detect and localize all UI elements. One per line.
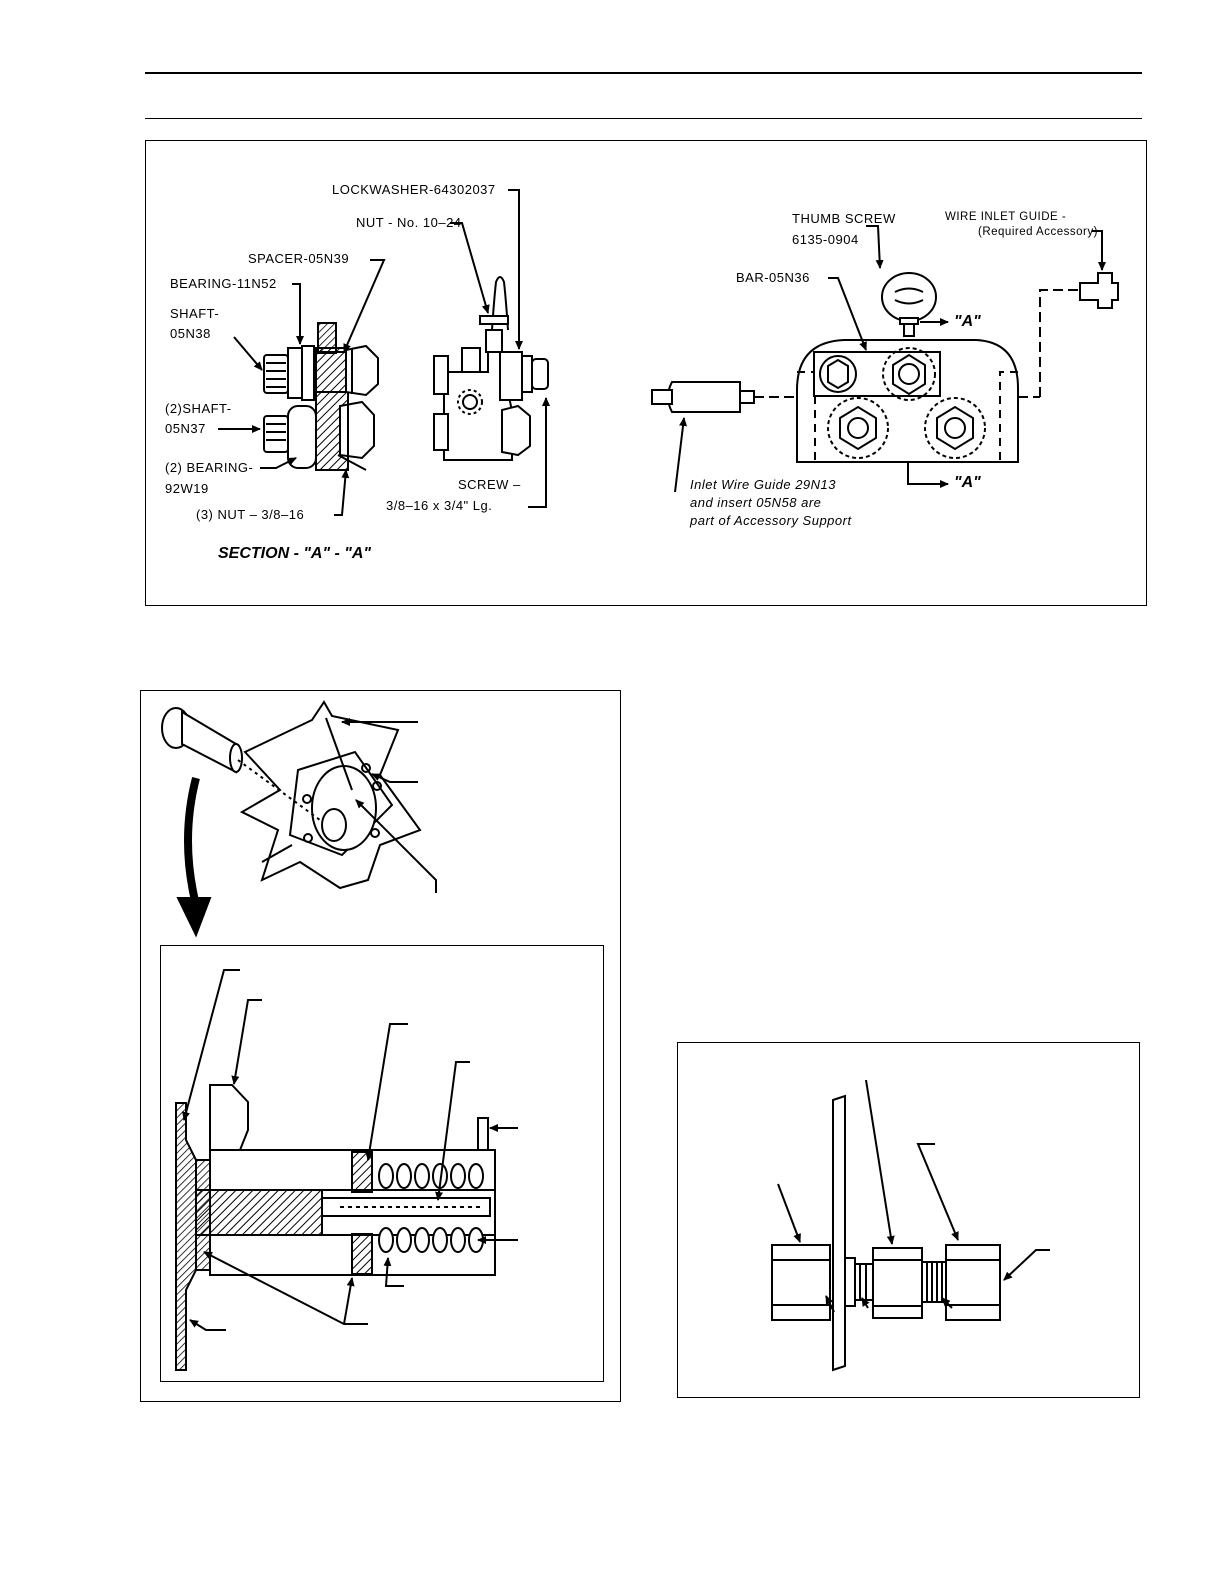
label-inlet-guide-1: Inlet Wire Guide 29N13 — [690, 477, 837, 492]
label-wire-inlet-guide-1: WIRE INLET GUIDE - — [945, 211, 1067, 223]
label-inlet-guide-2: and insert 05N58 are — [690, 495, 822, 510]
figure-left-inset-frame — [160, 945, 604, 1382]
label-inlet-guide-3: part of Accessory Support — [690, 513, 852, 528]
label-screw-1: SCREW – — [458, 477, 521, 492]
label-lockwasher: LOCKWASHER-64302037 — [332, 182, 496, 197]
figure-left-frame — [140, 690, 621, 1402]
header-rule-top — [145, 72, 1142, 74]
label-wire-inlet-guide-2: (Required Accessory) — [978, 226, 1098, 238]
label-bearing-11n52: BEARING-11N52 — [170, 276, 277, 291]
label-nut-3-8-16: (3) NUT – 3/8–16 — [196, 507, 305, 522]
label-shaft-05n38-1: SHAFT- — [170, 306, 220, 321]
label-arrow-a-top: "A" — [954, 313, 981, 330]
header-rule-bottom — [145, 118, 1142, 119]
label-arrow-a-bottom: "A" — [954, 474, 981, 491]
accessory-support-bar — [651, 272, 1119, 463]
label-shaft-05n37-2: 05N37 — [165, 421, 206, 436]
figure-right-frame — [677, 1042, 1140, 1398]
label-bearing-92w19-1: (2) BEARING- — [165, 460, 254, 475]
figure-top-frame — [145, 140, 1147, 606]
side-view-assembly — [433, 276, 549, 461]
label-shaft-05n37-1: (2)SHAFT- — [165, 401, 232, 416]
label-shaft-05n38-2: 05N38 — [170, 326, 211, 341]
label-screw-2: 3/8–16 x 3/4" Lg. — [386, 498, 493, 513]
label-thumb-screw-2: 6135-0904 — [792, 232, 859, 247]
label-bearing-92w19-2: 92W19 — [165, 481, 209, 496]
label-nut-10-24: NUT - No. 10–24 — [356, 215, 462, 230]
shaft-bearing-assembly — [263, 322, 379, 471]
label-spacer: SPACER-05N39 — [248, 251, 350, 266]
label-section-a-a: SECTION - "A" - "A" — [218, 545, 372, 562]
label-bar-05n36: BAR-05N36 — [736, 270, 810, 285]
top-leaders — [218, 189, 1106, 516]
label-thumb-screw-1: THUMB SCREW — [792, 211, 896, 226]
